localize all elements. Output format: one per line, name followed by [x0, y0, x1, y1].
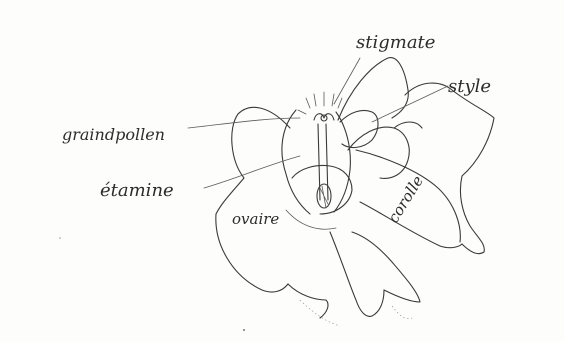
flower-center-right [334, 112, 350, 212]
petal-bottom-right [352, 232, 420, 302]
label-style: style [448, 76, 491, 97]
style-tube-inner [348, 127, 409, 178]
label-ovaire: ovaire [232, 210, 279, 228]
petal-bottom-left [288, 284, 328, 318]
leader-grain-de-pollen [188, 118, 300, 128]
pencil-speck [59, 237, 61, 239]
label-stigmate: stigmate [356, 32, 435, 53]
petal-bottom-center [330, 232, 384, 316]
petal-back-top [338, 58, 408, 120]
leader-stigmate [334, 58, 360, 104]
label-grain-de-pollen: graindpollen [62, 125, 165, 144]
petal-bottom-shadow [300, 300, 412, 326]
petal-right-edge [360, 202, 462, 248]
stamen-filament [318, 124, 328, 200]
style-tube-lip [394, 122, 422, 128]
label-etamine: étamine [100, 180, 174, 201]
label-corolle: corolle [384, 172, 427, 226]
flower-center-bottom [292, 166, 352, 215]
stamen-anther-detail [320, 186, 328, 208]
petal-right-lower [460, 176, 484, 254]
flower-center-left [282, 110, 310, 214]
stigma-rays [298, 92, 342, 114]
pencil-speck [243, 329, 245, 331]
leader-style [372, 86, 448, 122]
style-tube [340, 110, 378, 147]
